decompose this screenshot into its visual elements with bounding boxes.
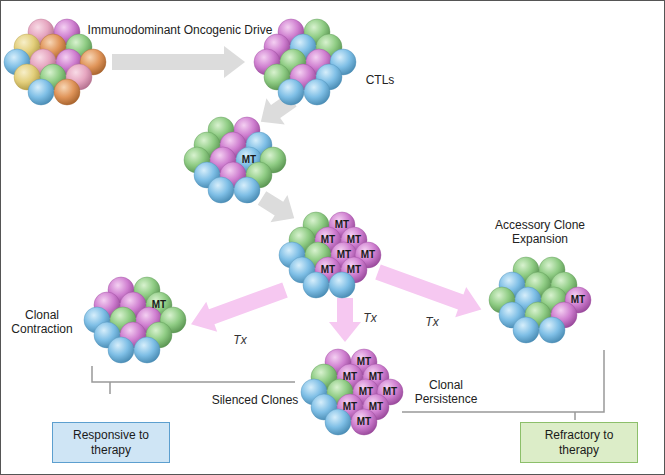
therapy-arrows <box>186 257 487 342</box>
mutation-marker: MT <box>337 249 351 261</box>
mutation-marker: MT <box>335 219 349 231</box>
mutation-marker: MT <box>359 386 373 398</box>
mutation-marker: MT <box>343 401 357 413</box>
mutation-marker: MT <box>152 299 166 311</box>
progression-arrows <box>112 46 303 232</box>
mutation-marker: MT <box>357 416 371 428</box>
bracket-tick <box>574 412 576 420</box>
brackets <box>92 350 604 420</box>
cell-sphere <box>234 177 260 203</box>
cell-sphere <box>134 337 160 363</box>
annotation-label: Clonal Persistence <box>408 378 484 407</box>
annotation-label: Immunodominant Oncogenic Drive <box>88 23 273 37</box>
cell-sphere <box>54 79 80 105</box>
cell-sphere <box>304 79 330 105</box>
mutation-marker: MT <box>357 356 371 368</box>
outcome-box: Responsive to therapy <box>52 422 170 463</box>
therapy-label: Tx <box>363 311 376 325</box>
mutation-marker: MT <box>347 264 361 276</box>
cell-sphere <box>329 272 355 298</box>
progression-arrow <box>254 184 303 231</box>
therapy-arrow <box>329 298 361 342</box>
mutation-marker: MT <box>321 264 335 276</box>
outcome-text: Refractory to therapy <box>528 428 630 457</box>
cell-sphere <box>28 79 54 105</box>
outcome-box: Refractory to therapy <box>520 422 638 463</box>
cell-sphere <box>539 317 565 343</box>
therapy-arrow <box>186 275 291 339</box>
cell-sphere <box>325 409 351 435</box>
bracket <box>402 350 604 412</box>
outcome-text: Responsive to therapy <box>60 428 162 457</box>
cell-sphere <box>278 79 304 105</box>
mutation-marker: MT <box>369 401 383 413</box>
cell-sphere <box>208 177 234 203</box>
bracket-tick <box>109 382 111 394</box>
mutation-marker: MT <box>343 371 357 383</box>
annotation-label: Accessory Clone Expansion <box>484 218 596 247</box>
therapy-label: Tx <box>233 333 246 347</box>
therapy-label: Tx <box>425 315 438 329</box>
annotation-label: CTLs <box>366 73 395 87</box>
mutation-marker: MT <box>361 249 375 261</box>
annotation-label: Clonal Contraction <box>6 308 78 337</box>
cell-sphere <box>108 337 134 363</box>
mutation-marker: MT <box>369 371 383 383</box>
mutation-marker: MT <box>321 234 335 246</box>
mutation-marker: MT <box>571 294 585 306</box>
cell-sphere <box>351 409 377 435</box>
annotation-label: Silenced Clones <box>212 393 299 407</box>
cell-sphere <box>303 272 329 298</box>
cell-sphere <box>513 317 539 343</box>
mutation-marker: MT <box>347 234 361 246</box>
progression-arrow <box>112 46 245 78</box>
bracket <box>92 366 295 382</box>
mutation-marker: MT <box>383 386 397 398</box>
mutation-marker: MT <box>242 154 256 166</box>
therapy-arrow <box>373 257 487 325</box>
